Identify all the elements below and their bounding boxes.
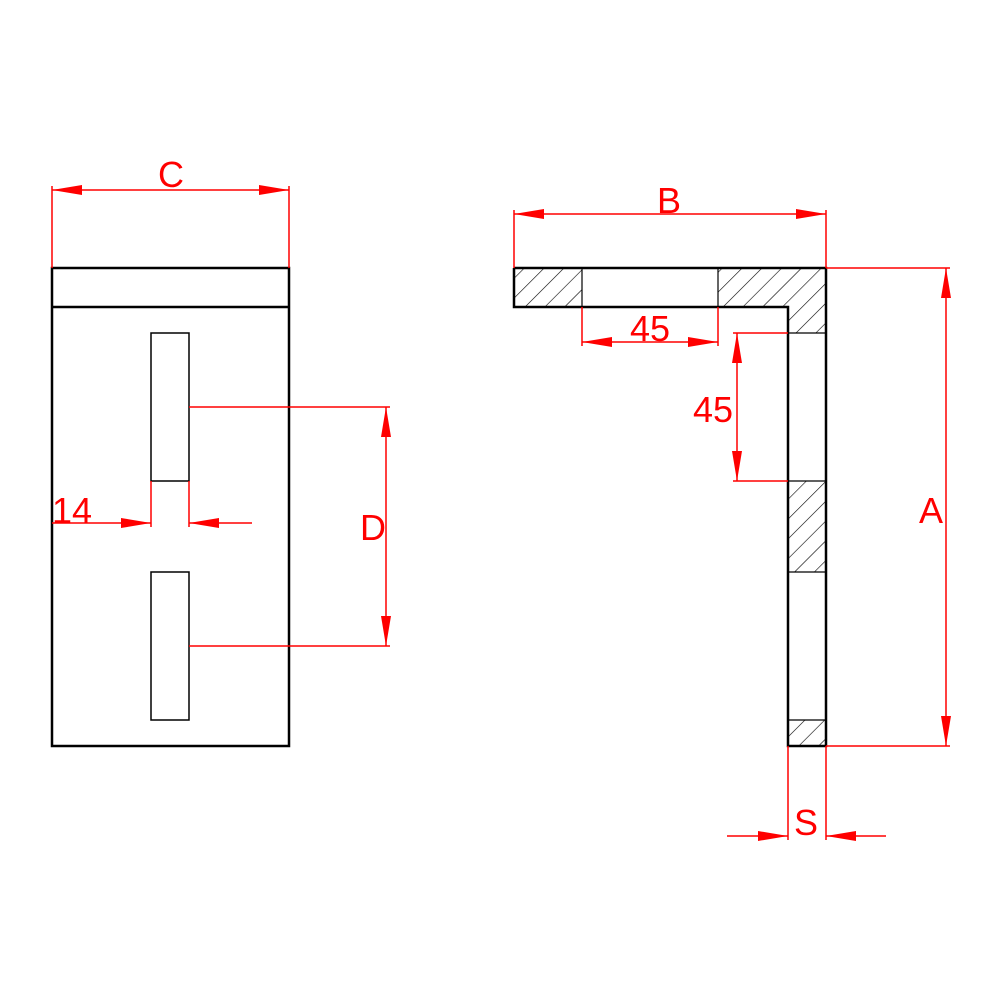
dim-45v-arrow-top bbox=[732, 333, 742, 363]
front-slot-bottom bbox=[150, 571, 190, 721]
dim-45h-arrow-right bbox=[688, 337, 718, 347]
front-slot-top bbox=[150, 332, 190, 482]
hatch-corner bbox=[718, 268, 826, 333]
label-45-horizontal: 45 bbox=[630, 308, 670, 349]
dim-a-arrow-bottom bbox=[941, 716, 951, 746]
label-d: D bbox=[360, 507, 386, 548]
label-45-vertical: 45 bbox=[693, 389, 733, 430]
dim-c-arrow-left bbox=[52, 185, 82, 195]
dim-d-arrow-top bbox=[381, 407, 391, 437]
dim-45h-arrow-left bbox=[582, 337, 612, 347]
front-dimensions bbox=[51, 185, 391, 647]
dim-14-arrow-right bbox=[189, 518, 219, 528]
dim-s-arrow-left bbox=[758, 831, 788, 841]
front-plate-outline bbox=[50, 266, 291, 748]
dim-45v-arrow-bottom bbox=[732, 451, 742, 481]
dim-s-arrow-right bbox=[826, 831, 856, 841]
hatch-horizontal-leg-left bbox=[514, 268, 582, 307]
label-a: A bbox=[919, 490, 943, 531]
dim-d-arrow-bottom bbox=[381, 616, 391, 646]
dim-c-arrow-right bbox=[259, 185, 289, 195]
dim-b-arrow-left bbox=[514, 209, 544, 219]
side-dimensions bbox=[513, 209, 951, 841]
dim-a-arrow-top bbox=[941, 268, 951, 298]
label-14: 14 bbox=[52, 490, 92, 531]
label-s: S bbox=[794, 802, 818, 843]
dim-14-arrow-left bbox=[121, 518, 151, 528]
hatch-vertical-leg-middle bbox=[788, 481, 826, 572]
dim-b-arrow-right bbox=[796, 209, 826, 219]
label-b: B bbox=[657, 180, 681, 221]
hatch-vertical-leg-bottom bbox=[788, 720, 826, 746]
side-view bbox=[512, 266, 828, 748]
label-c: C bbox=[158, 154, 184, 195]
section-hatching bbox=[514, 268, 826, 746]
